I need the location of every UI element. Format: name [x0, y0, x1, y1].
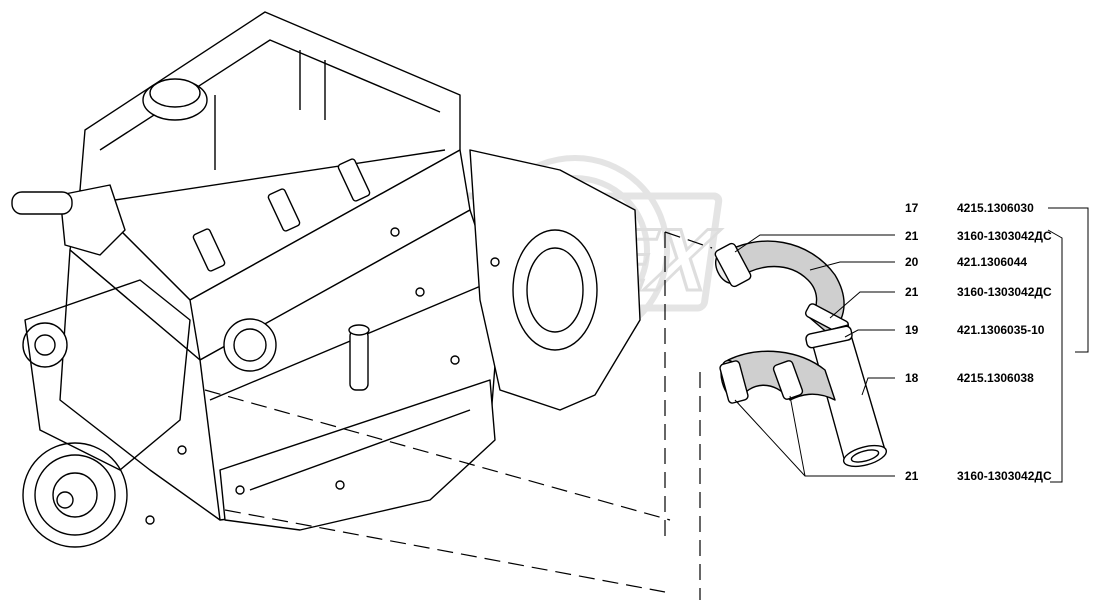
callout-row: 17 4215.1306030 — [905, 201, 1034, 215]
callout-part-number: 3160-1303042ДС — [957, 229, 1052, 243]
callout-row: 20 421.1306044 — [905, 255, 1027, 269]
clamp-upper-1 — [714, 242, 752, 288]
callout-part-number: 4215.1306038 — [957, 371, 1034, 385]
callout-row: 21 3160-1303042ДС — [905, 229, 1052, 243]
callout-part-number: 421.1306044 — [957, 255, 1027, 269]
thermostat-housing — [59, 184, 126, 256]
engine-assembly — [11, 11, 641, 548]
oil-pan — [219, 379, 496, 531]
hose-assembly — [714, 240, 888, 468]
callout-row: 21 3160-1303042ДС — [905, 285, 1052, 299]
callout-part-number: 3160-1303042ДС — [957, 469, 1052, 483]
callout-row: 21 3160-1303042ДС — [905, 469, 1052, 483]
clamp-lower-2 — [772, 360, 804, 400]
callout-row: 18 4215.1306038 — [905, 371, 1034, 385]
assembly-lines — [204, 231, 713, 600]
callout-pos: 21 — [905, 229, 919, 243]
leader-lines — [734, 207, 1089, 483]
callout-pos: 18 — [905, 371, 919, 385]
callout-row: 19 421.1306035-10 — [905, 323, 1045, 337]
callout-part-number: 421.1306035-10 — [957, 323, 1045, 337]
callout-pos: 20 — [905, 255, 919, 269]
callout-pos: 21 — [905, 285, 919, 299]
clamp-lower-1 — [719, 360, 749, 404]
callout-part-number: 4215.1306030 — [957, 201, 1034, 215]
callout-pos: 21 — [905, 469, 919, 483]
callout-pos: 19 — [905, 323, 919, 337]
callout-list: 17 4215.1306030 21 3160-1303042ДС 20 421… — [905, 201, 1052, 483]
callout-part-number: 3160-1303042ДС — [957, 285, 1052, 299]
pipe-ring — [805, 325, 853, 349]
callout-pos: 17 — [905, 201, 919, 215]
